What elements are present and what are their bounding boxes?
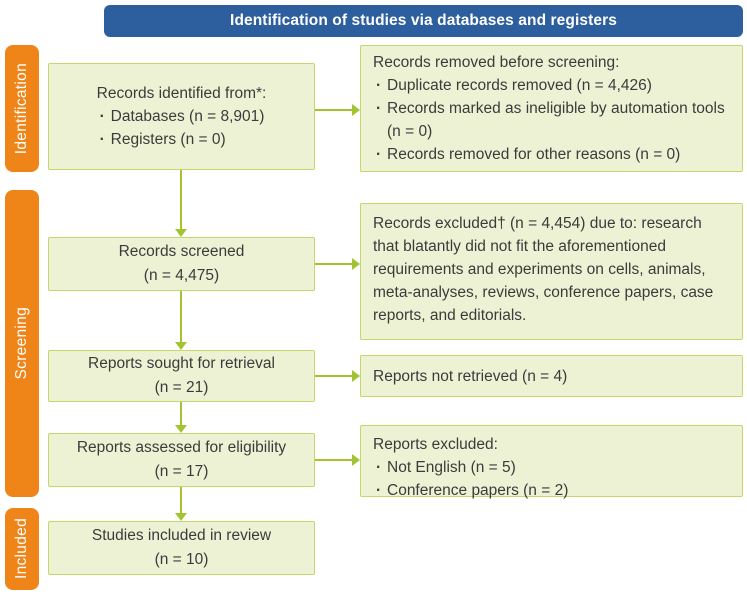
reports-sought-line1: Reports sought for retrieval [88, 355, 275, 372]
bullet-automation: Records marked as ineligible by automati… [373, 97, 730, 143]
records-excluded-text: Records excluded† (n = 4,454) due to: re… [373, 215, 714, 324]
arrow-screened-to-excluded-line [315, 263, 353, 265]
stage-included-label: Included [13, 518, 30, 580]
arrow-identified-to-removed-line [315, 109, 353, 111]
reports-excluded-bullets: Not English (n = 5) Conference papers (n… [373, 456, 730, 502]
records-identified-content: Records identified from*: Databases (n =… [97, 82, 267, 151]
reports-not-retrieved-text: Reports not retrieved (n = 4) [373, 367, 568, 385]
arrow-assessed-to-excluded-line [315, 459, 353, 461]
stage-included: Included [5, 508, 39, 590]
reports-sought-line2: (n = 21) [154, 379, 209, 396]
box-reports-assessed: Reports assessed for eligibility (n = 17… [48, 433, 315, 487]
arrow-identified-to-screened-head [175, 229, 187, 237]
bullet-duplicates: Duplicate records removed (n = 4,426) [373, 74, 730, 97]
header-title: Identification of studies via databases … [230, 12, 617, 29]
stage-identification-label: Identification [13, 62, 30, 155]
records-screened-line1: Records screened [118, 243, 245, 260]
box-reports-excluded: Reports excluded: Not English (n = 5) Co… [360, 425, 743, 502]
box-studies-included: Studies included in review (n = 10) [48, 521, 315, 575]
studies-included-line2: (n = 10) [154, 551, 209, 568]
records-identified-title: Records identified from*: [96, 85, 267, 102]
arrow-assessed-to-included-line [180, 487, 182, 513]
bullet-other-reasons: Records removed for other reasons (n = 0… [373, 143, 730, 166]
arrow-identified-to-removed-head [352, 104, 360, 116]
arrow-identified-to-screened-line [180, 170, 182, 229]
reports-excluded-title: Reports excluded: [373, 436, 498, 453]
bullet-not-english: Not English (n = 5) [373, 456, 730, 479]
records-identified-bullets: Databases (n = 8,901) Registers (n = 0) [97, 105, 267, 151]
arrow-sought-to-not-retrieved-head [352, 370, 360, 382]
arrow-sought-to-assessed-line [180, 402, 182, 425]
bullet-conference-papers: Conference papers (n = 2) [373, 479, 730, 502]
box-records-removed: Records removed before screening: Duplic… [360, 45, 743, 172]
arrow-assessed-to-excluded-head [352, 454, 360, 466]
arrow-screened-to-sought-line [180, 291, 182, 342]
arrow-sought-to-assessed-head [175, 425, 187, 433]
box-records-identified: Records identified from*: Databases (n =… [48, 63, 315, 170]
box-records-screened: Records screened (n = 4,475) [48, 237, 315, 291]
stage-identification: Identification [5, 45, 39, 172]
bullet-registers: Registers (n = 0) [97, 128, 267, 151]
records-removed-bullets: Duplicate records removed (n = 4,426) Re… [373, 74, 730, 166]
arrow-assessed-to-included-head [175, 513, 187, 521]
records-removed-title: Records removed before screening: [373, 54, 620, 71]
stage-screening-label: Screening [13, 307, 30, 380]
reports-assessed-line1: Reports assessed for eligibility [76, 439, 287, 456]
box-records-excluded: Records excluded† (n = 4,454) due to: re… [360, 203, 743, 340]
stage-screening: Screening [5, 190, 39, 497]
arrow-screened-to-excluded-head [352, 258, 360, 270]
arrow-sought-to-not-retrieved-line [315, 375, 353, 377]
studies-included-line1: Studies included in review [91, 527, 272, 544]
box-reports-not-retrieved: Reports not retrieved (n = 4) [360, 355, 743, 397]
reports-assessed-line2: (n = 17) [154, 463, 209, 480]
bullet-databases: Databases (n = 8,901) [97, 105, 267, 128]
box-reports-sought: Reports sought for retrieval (n = 21) [48, 350, 315, 402]
header-banner: Identification of studies via databases … [104, 5, 743, 37]
arrow-screened-to-sought-head [175, 342, 187, 350]
records-screened-line2: (n = 4,475) [143, 267, 220, 284]
